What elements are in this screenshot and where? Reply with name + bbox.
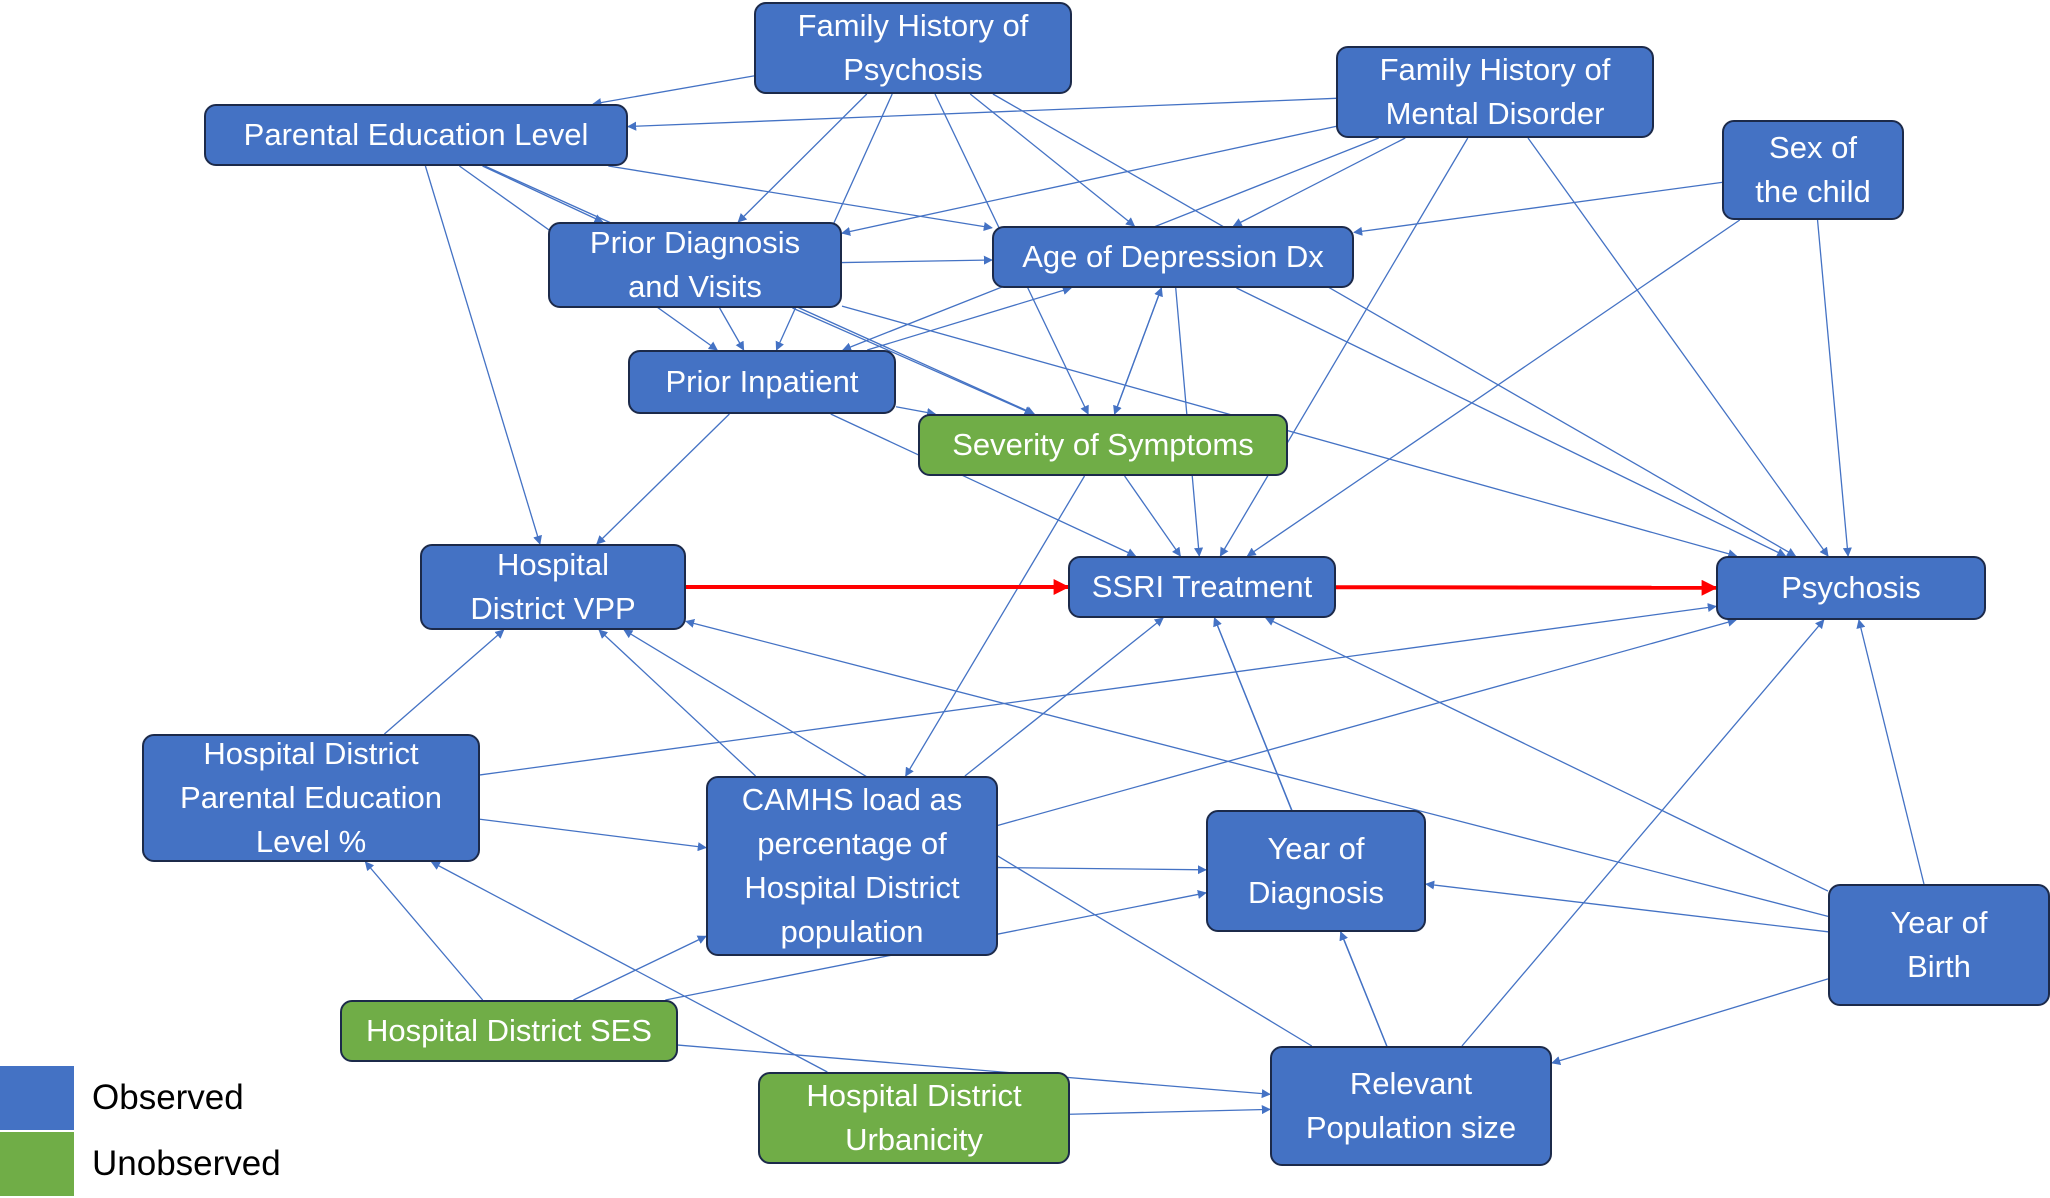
node-year-of-diagnosis: Year of Diagnosis [1206, 810, 1426, 932]
edge-hd_ses-to-camhs [573, 935, 707, 1001]
edge-camhs-to-ssri [964, 617, 1164, 777]
edge-fam_mental-to-parental_edu [627, 97, 1337, 131]
edge-hd_parent_edu-to-psychosis [479, 603, 1717, 776]
edge-fam_mental-to-psychosis [1527, 137, 1829, 557]
edge-prior_dx-to-psychosis [841, 305, 1738, 559]
node-sex-of-child: Sex of the child [1722, 120, 1904, 220]
node-ssri-treatment: SSRI Treatment [1068, 556, 1336, 618]
edge-parental_edu-to-age_dep [608, 165, 993, 232]
legend-swatch-unobserved [0, 1132, 74, 1196]
edge-year_birth-to-pop_size [1551, 978, 1829, 1065]
edge-severity-to-ssri [1124, 475, 1181, 557]
edge-hd_parent_edu-to-camhs [479, 818, 707, 852]
edge-prior_inpt-to-age_dep [867, 286, 1072, 351]
edge-severity-to-age_dep [1113, 287, 1163, 415]
edge-pop_size-to-psychosis [1461, 619, 1825, 1047]
edge-hd_ses-to-pop_size [677, 1044, 1271, 1099]
node-parental-education-level: Parental Education Level [204, 104, 628, 166]
edge-sex-to-psychosis [1816, 219, 1852, 557]
node-hospital-district-vpp: Hospital District VPP [420, 544, 686, 630]
node-hospital-district-parental-education: Hospital District Parental Education Lev… [142, 734, 480, 862]
edge-parental_edu-to-hd_vpp [424, 165, 542, 545]
node-camhs-load: CAMHS load as percentage of Hospital Dis… [706, 776, 998, 956]
edge-prior_inpt-to-severity [895, 406, 937, 417]
node-hospital-district-urbanicity: Hospital District Urbanicity [758, 1072, 1070, 1164]
edge-camhs-to-hd_vpp [598, 629, 756, 777]
edge-fam_psychosis-to-prior_dx [737, 93, 868, 223]
edge-hd_parent_edu-to-hd_vpp [383, 629, 505, 735]
legend-swatch-observed [0, 1066, 74, 1130]
edge-prior_dx-to-severity [792, 307, 1034, 415]
edge-age_dep-to-psychosis [1236, 287, 1787, 557]
edge-fam_mental-to-ssri [1219, 137, 1469, 557]
edge-prior_dx-to-prior_inpt [719, 307, 745, 351]
edge-fam_psychosis-to-age_dep [969, 93, 1136, 227]
edge-hd_urban-to-hd_parent_edu [430, 861, 828, 1073]
edge-fam_psychosis-to-psychosis [992, 93, 1797, 557]
edge-prior_inpt-to-hd_vpp [596, 413, 730, 545]
edge-hd_ses-to-hd_parent_edu [364, 861, 484, 1001]
node-severity-of-symptoms: Severity of Symptoms [918, 414, 1288, 476]
edge-prior_inpt-to-ssri [830, 413, 1137, 557]
edge-ssri-to-psychosis [1335, 579, 1718, 596]
legend-label-unobserved: Unobserved [92, 1144, 281, 1183]
node-family-history-psychosis: Family History of Psychosis [754, 2, 1072, 94]
node-year-of-birth: Year of Birth [1828, 884, 2050, 1006]
edge-year_birth-to-psychosis [1856, 619, 1925, 885]
edge-prior_dx-to-age_dep [841, 255, 993, 265]
node-prior-diagnosis-visits: Prior Diagnosis and Visits [548, 222, 842, 308]
node-family-history-mental-disorder: Family History of Mental Disorder [1336, 46, 1654, 138]
node-age-of-depression-dx: Age of Depression Dx [992, 226, 1354, 288]
edge-year_birth-to-hd_vpp [685, 618, 1829, 917]
edge-year_birth-to-year_dx [1425, 880, 1829, 933]
node-hospital-district-ses: Hospital District SES [340, 1000, 678, 1062]
node-prior-inpatient: Prior Inpatient [628, 350, 896, 414]
edge-fam_psychosis-to-parental_edu [592, 75, 755, 108]
edge-year_birth-to-ssri [1264, 617, 1829, 892]
edge-hd_urban-to-pop_size [1069, 1105, 1271, 1115]
edge-parental_edu-to-prior_dx [482, 165, 604, 223]
node-psychosis: Psychosis [1716, 556, 1986, 620]
edge-severity-to-camhs [905, 475, 1086, 777]
edge-fam_mental-to-age_dep [1232, 137, 1406, 227]
edge-pop_size-to-year_dx [1339, 931, 1388, 1047]
legend-label-observed: Observed [92, 1078, 244, 1117]
edge-sex-to-ssri [1246, 219, 1741, 557]
edge-camhs-to-psychosis [997, 617, 1737, 826]
edge-camhs-to-year_dx [997, 865, 1207, 875]
node-relevant-population-size: Relevant Population size [1270, 1046, 1552, 1166]
edge-fam_mental-to-prior_dx [841, 125, 1337, 236]
edge-sex-to-age_dep [1353, 181, 1723, 236]
